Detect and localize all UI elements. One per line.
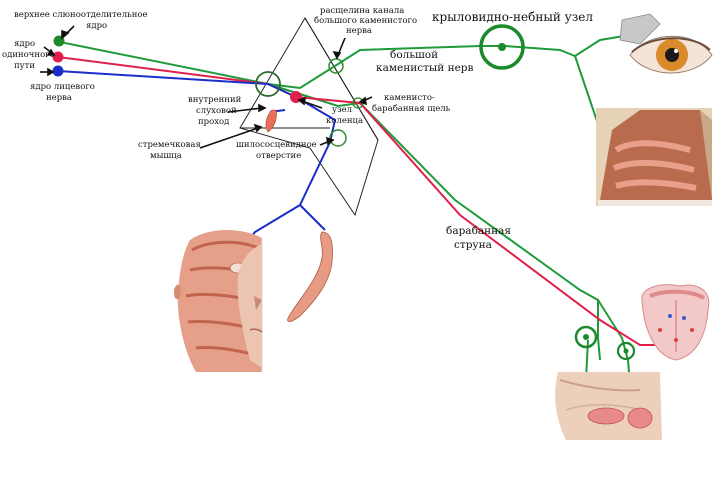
parasympathetic-salivary-path [267, 83, 601, 361]
motor-path [57, 70, 337, 246]
pterygopalatine-ganglion-ring [479, 24, 525, 70]
eye-icon [619, 13, 713, 74]
nuclei [52, 35, 302, 103]
nasal-cavity-icon [596, 108, 712, 206]
pointer-arrows [40, 25, 373, 149]
nerve-pathways [57, 34, 660, 413]
sublingual-ganglion-ring [616, 341, 636, 361]
muscle-strip-icon [287, 231, 333, 322]
ring-markers [255, 24, 636, 361]
hiatus-ring [328, 58, 344, 74]
submandibular-ganglion-ring [574, 325, 598, 349]
label-pterygopalatine-ganglion: крыловидно-небный узел [432, 10, 593, 24]
internal-meatus-ring [255, 71, 281, 97]
facial-nucleus-dot [52, 65, 64, 77]
stapedius-muscle-icon [265, 109, 277, 133]
salivary-glands-icon [555, 372, 662, 440]
solitary-tract-nucleus-dot [52, 51, 64, 63]
label-petrotympanic-fissure: каменисто-барабанная щель [372, 93, 451, 114]
parasympathetic-lacrimal-path [59, 34, 631, 90]
face-muscles-icon [173, 230, 263, 372]
tongue-icon [641, 284, 710, 361]
stylomastoid-ring [329, 129, 347, 147]
